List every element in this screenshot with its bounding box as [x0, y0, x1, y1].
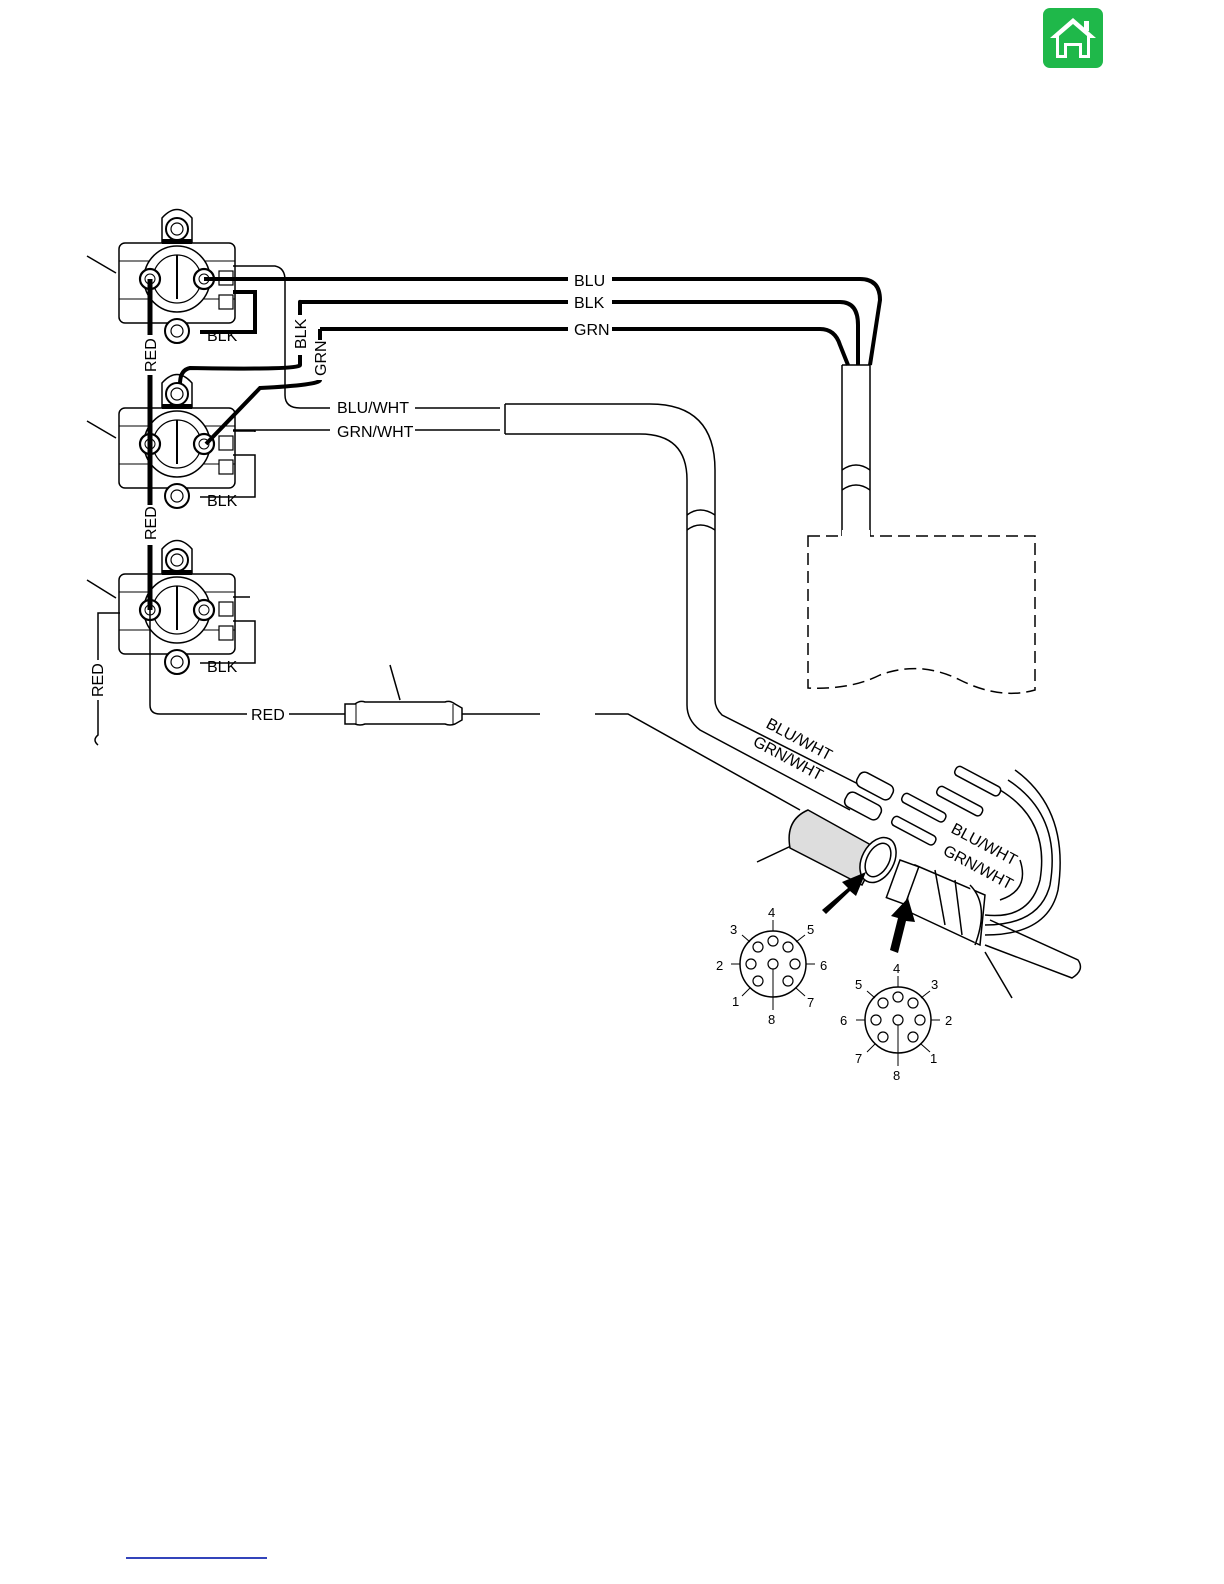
pin-label: 3 [730, 922, 737, 937]
label-blu: BLU [574, 273, 605, 290]
label-red-bus-top: RED [143, 338, 160, 372]
label-red-vertical: RED [90, 663, 107, 697]
label-red-bus-bottom: RED [143, 506, 160, 540]
pin-label: 4 [768, 905, 775, 920]
pin-label: 7 [855, 1051, 862, 1066]
label-blu-wht: BLU/WHT [337, 400, 409, 417]
component-box-dashed [808, 536, 1035, 693]
label-grn-wht: GRN/WHT [337, 424, 414, 441]
pin-label: 6 [840, 1013, 847, 1028]
female-connector [789, 810, 903, 889]
label-red-lead: RED [251, 707, 285, 724]
pin-label: 5 [855, 977, 862, 992]
pin-label: 6 [820, 958, 827, 973]
label-blk-jumper-mid: BLK [207, 493, 238, 510]
harness-sheath [842, 365, 870, 536]
label-blk-vertical: BLK [293, 318, 310, 349]
pin-label: 7 [807, 995, 814, 1010]
fuse-holder [345, 701, 462, 725]
pin-label: 4 [893, 961, 900, 976]
pin-label: 8 [893, 1068, 900, 1083]
solenoid-top [119, 210, 235, 344]
label-grn: GRN [574, 322, 610, 339]
footer-link-underline[interactable] [126, 1557, 267, 1559]
solenoid-middle [119, 375, 235, 509]
blk-jumper-wires [200, 266, 500, 663]
pinout-female: 4 5 6 7 8 1 2 3 [716, 905, 827, 1027]
pin-label: 3 [931, 977, 938, 992]
label-blk-jumper-bottom: BLK [207, 659, 238, 676]
pin-label: 5 [807, 922, 814, 937]
pin-label: 1 [930, 1051, 937, 1066]
pin-label: 2 [945, 1013, 952, 1028]
arrow-female [822, 872, 866, 914]
label-blk: BLK [574, 295, 605, 312]
label-grn-vertical: GRN [313, 340, 330, 376]
solenoid-bottom [119, 541, 235, 675]
pin-label: 1 [732, 994, 739, 1009]
label-blk-jumper-top: BLK [207, 328, 238, 345]
pinout-male: 4 3 2 1 8 7 6 5 [840, 961, 952, 1083]
pin-label: 8 [768, 1012, 775, 1027]
pin-label: 2 [716, 958, 723, 973]
